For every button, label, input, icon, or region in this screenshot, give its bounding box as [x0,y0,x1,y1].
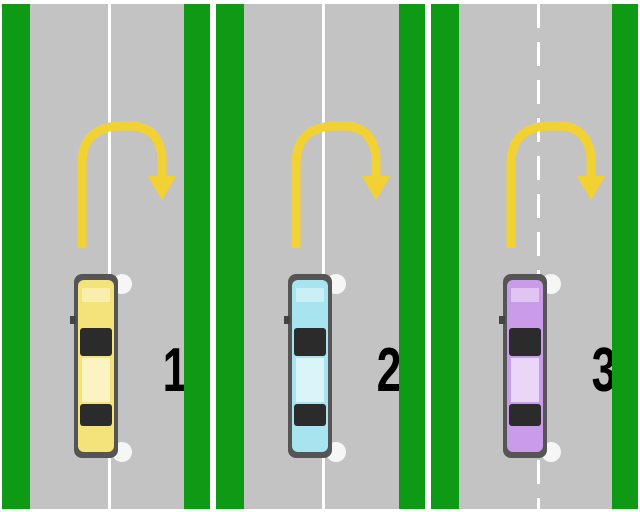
left-grass-verge [431,4,459,509]
right-grass-verge [399,4,425,509]
car-icon [284,274,346,462]
broken-centre-line [537,4,540,509]
scenario-1-panel[interactable]: 1 [2,4,210,509]
u-turn-arrow-icon [77,121,176,248]
u-turn-arrow-icon [291,121,390,248]
road: 2 [244,4,401,509]
road: 3 [459,4,616,509]
solid-centre-line [108,4,111,509]
scenario-number: 1 [162,336,188,405]
u-turn-arrow-icon [506,121,605,248]
left-grass-verge [2,4,30,509]
road: 1 [30,4,187,509]
scenario-number: 2 [376,336,402,405]
left-grass-verge [216,4,244,509]
scenario-2-panel[interactable]: 2 [216,4,425,509]
scenario-3-panel[interactable]: 3 [431,4,638,509]
right-grass-verge [612,4,638,509]
solid-centre-line [322,4,325,509]
right-grass-verge [184,4,210,509]
car-icon [70,274,132,462]
car-icon [499,274,561,462]
